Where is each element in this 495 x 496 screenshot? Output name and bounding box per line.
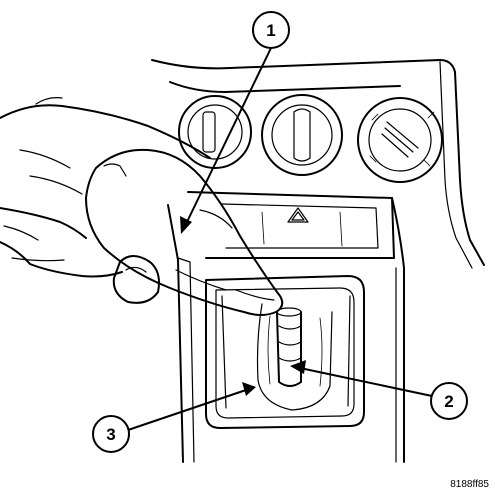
callout-1-number: 1 xyxy=(266,21,275,40)
hand xyxy=(0,97,211,304)
callout-3-badge: 3 xyxy=(92,415,130,453)
hvac-knob-center xyxy=(261,94,343,176)
callout-3-arrowhead xyxy=(242,382,256,396)
callout-leaders xyxy=(127,47,433,431)
shift-lever-stalk xyxy=(276,307,302,387)
callout-2-number: 2 xyxy=(444,392,453,411)
callout-2-arrowhead xyxy=(290,360,306,374)
callout-2-leader xyxy=(299,367,433,397)
shifter-bezel xyxy=(205,275,365,429)
callout-1-badge: 1 xyxy=(252,11,290,49)
hvac-knob-right xyxy=(357,97,443,183)
callout-2-badge: 2 xyxy=(430,382,468,420)
callout-1-arrowhead xyxy=(180,216,192,234)
callout-3-number: 3 xyxy=(106,425,115,444)
center-console xyxy=(167,197,405,463)
callout-3-leader xyxy=(127,389,247,431)
hazard-switch-panel xyxy=(187,191,395,259)
figure-code: 8188ff85 xyxy=(450,479,489,490)
callout-1-leader xyxy=(185,47,272,225)
instrument-panel xyxy=(151,59,485,269)
hvac-knob-left xyxy=(178,95,252,169)
shifter-knob xyxy=(85,148,284,316)
